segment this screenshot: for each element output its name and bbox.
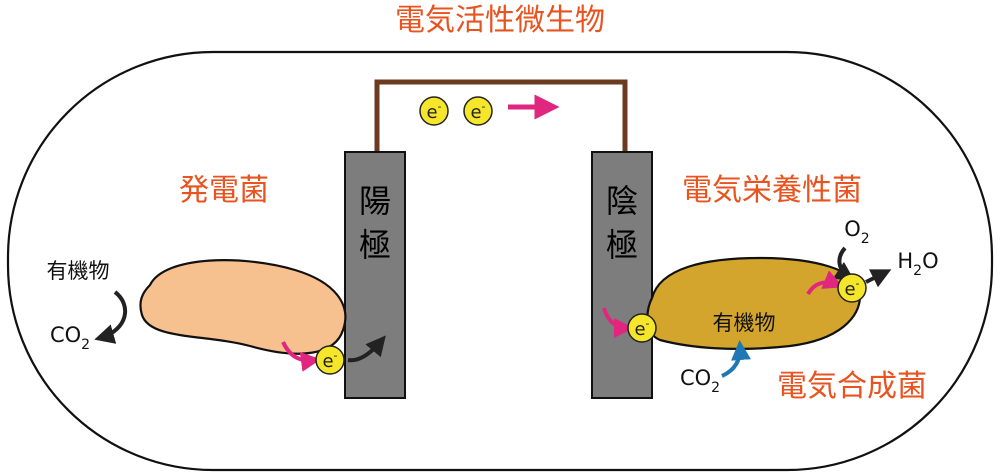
- right-microbe-name-top: 電気栄養性菌: [682, 173, 862, 208]
- reduction-electron: e-: [837, 273, 867, 303]
- enclosure-border: [6, 50, 994, 472]
- right-microbe-cell: [646, 256, 862, 350]
- left-substrate-label: 有機物: [47, 259, 110, 283]
- left-substrate-arrow: [94, 290, 127, 344]
- right-microbe-name-bottom: 電気合成菌: [777, 369, 927, 404]
- left-microbe-name: 発電菌: [179, 173, 269, 208]
- svg-text:e-: e-: [844, 277, 859, 300]
- anode-transfer-arrow: [347, 335, 386, 363]
- diagram-title: 電気活性微生物: [395, 3, 605, 38]
- cathode-electron: e-: [627, 313, 657, 343]
- water-label: H2O: [897, 249, 938, 279]
- svg-text:e-: e-: [426, 100, 441, 123]
- left-microbe-cell: [139, 259, 347, 355]
- anode-electron: e-: [315, 345, 345, 375]
- cathode-electron-arrow: [602, 307, 634, 338]
- wire-electron-2: e-: [463, 96, 493, 126]
- left-electron-arrow: [281, 341, 321, 372]
- right-electron-arrow: [806, 270, 844, 296]
- water-arrow: [865, 269, 892, 288]
- right-co2-label: CO2: [680, 366, 720, 396]
- oxygen-label: O2: [844, 217, 869, 247]
- svg-text:e-: e-: [470, 100, 485, 123]
- external-wire: [374, 79, 628, 152]
- right-organic-label: 有機物: [713, 311, 776, 335]
- co2-fixation-arrow: [721, 340, 751, 378]
- anode-label-1: 陽: [359, 182, 391, 220]
- cathode-label-2: 極: [606, 226, 638, 264]
- wire-electron-1: e-: [419, 96, 449, 126]
- cathode-label-1: 陰: [606, 182, 638, 220]
- left-product-label: CO2: [50, 323, 90, 353]
- cathode-electrode: [591, 151, 653, 399]
- svg-text:e-: e-: [634, 317, 649, 340]
- svg-text:e-: e-: [322, 349, 337, 372]
- anode-label-2: 極: [359, 226, 391, 264]
